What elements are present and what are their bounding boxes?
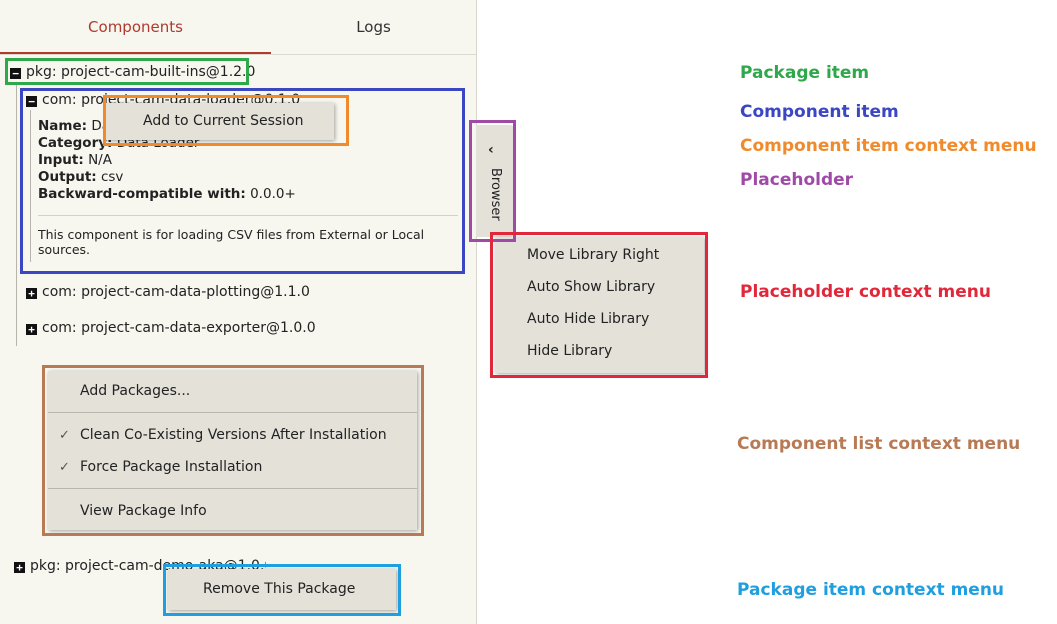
package-item-builtins[interactable]: −pkg: project-cam-built-ins@1.2.0: [10, 64, 255, 80]
menu-item-auto-show-library[interactable]: Auto Show Library: [527, 279, 656, 295]
annotation-box-package-item-menu: [163, 564, 401, 616]
menu-item-remove-package[interactable]: Remove This Package: [203, 581, 356, 597]
checkmark-icon: ✓: [59, 428, 70, 443]
component-item-context-menu: Add to Current Session: [106, 103, 334, 140]
detail-key: Name:: [38, 118, 88, 134]
legend-component-item: Component item: [740, 102, 899, 122]
menu-item-add-packages[interactable]: Add Packages...: [80, 383, 191, 399]
legend-component-item-menu: Component item context menu: [740, 136, 1037, 156]
menu-item-add-to-session[interactable]: Add to Current Session: [143, 113, 304, 129]
annotation-box-placeholder: [469, 120, 516, 242]
divider: [38, 215, 458, 216]
component-list-context-menu: Add Packages... ✓ Clean Co-Existing Vers…: [48, 371, 417, 530]
annotation-box-placeholder-menu: [490, 232, 708, 378]
legend-component-list-menu: Component list context menu: [737, 434, 1021, 454]
browser-placeholder[interactable]: [476, 125, 514, 237]
checkmark-icon: ✓: [59, 460, 70, 475]
detail-key: Output:: [38, 169, 97, 185]
menu-item-force-installation[interactable]: Force Package Installation: [80, 459, 263, 475]
expand-icon[interactable]: +: [26, 288, 37, 299]
package-item-context-menu: Remove This Package: [168, 569, 396, 610]
collapse-icon[interactable]: −: [10, 68, 21, 79]
detail-key: Backward-compatible with:: [38, 186, 246, 202]
collapse-icon[interactable]: −: [26, 96, 37, 107]
tree-guide-line: [30, 110, 31, 262]
tab-logs[interactable]: Logs: [356, 18, 391, 36]
legend-package-item: Package item: [740, 63, 870, 83]
legend-package-item-menu: Package item context menu: [737, 580, 1005, 600]
menu-item-clean-versions[interactable]: Clean Co-Existing Versions After Install…: [80, 427, 387, 443]
component-label: com: project-cam-data-exporter@1.0.0: [42, 320, 316, 336]
legend-placeholder-menu: Placeholder context menu: [740, 282, 991, 302]
menu-separator: [48, 488, 417, 489]
menu-item-auto-hide-library[interactable]: Auto Hide Library: [527, 311, 650, 327]
placeholder-context-menu: Move Library Right Auto Show Library Aut…: [495, 237, 704, 373]
component-item-data-plotting[interactable]: + com: project-cam-data-plotting@1.1.0: [26, 284, 310, 300]
detail-value: 0.0.0+: [250, 186, 296, 202]
menu-item-move-library-right[interactable]: Move Library Right: [527, 247, 660, 263]
component-item-data-exporter[interactable]: + com: project-cam-data-exporter@1.0.0: [26, 320, 316, 336]
tab-bar: [0, 0, 476, 55]
legend-placeholder: Placeholder: [740, 170, 854, 190]
menu-item-hide-library[interactable]: Hide Library: [527, 343, 613, 359]
annotation-box-package-item: [5, 58, 249, 85]
annotation-box-component-item: [20, 88, 465, 274]
expand-icon[interactable]: +: [26, 324, 37, 335]
expand-icon[interactable]: +: [14, 562, 25, 573]
detail-value: N/A: [88, 152, 112, 168]
tree-guide-line: [16, 84, 17, 346]
detail-key: Category:: [38, 135, 113, 151]
tab-components[interactable]: Components: [0, 0, 271, 54]
menu-item-view-package-info[interactable]: View Package Info: [80, 503, 207, 519]
detail-value: csv: [100, 169, 124, 185]
chevron-left-icon[interactable]: ‹: [488, 142, 494, 158]
annotation-box-component-item-menu: [103, 95, 349, 146]
package-label: pkg: project-cam-built-ins@1.2.0: [26, 64, 256, 80]
detail-key: Input:: [38, 152, 84, 168]
component-label: com: project-cam-data-plotting@1.1.0: [42, 284, 310, 300]
component-description: This component is for loading CSV files …: [38, 227, 425, 257]
annotation-box-component-list-menu: [42, 365, 424, 536]
menu-separator: [48, 412, 417, 413]
